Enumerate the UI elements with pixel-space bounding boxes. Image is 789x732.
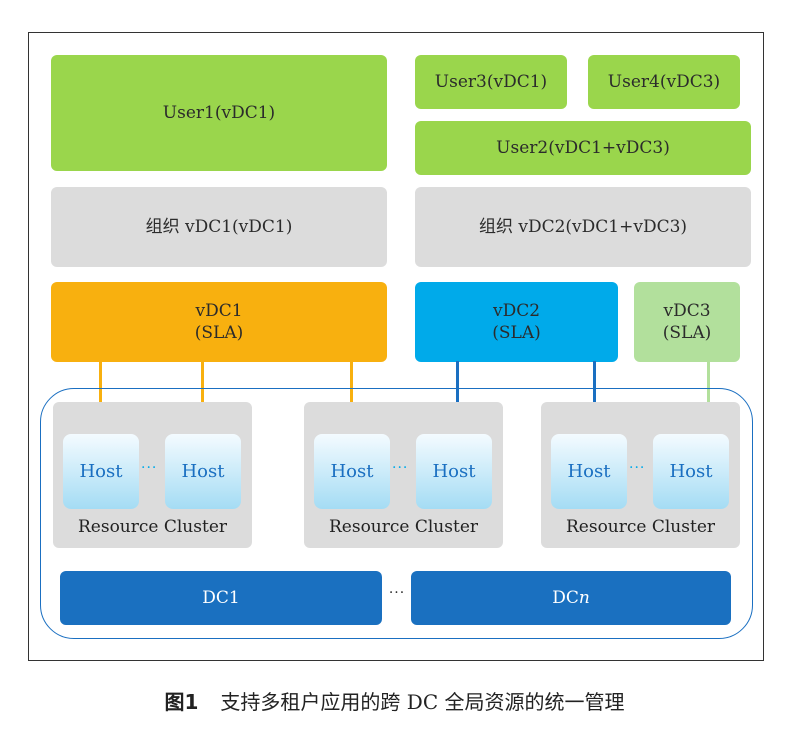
org-vdc2-box: 组织 vDC2(vDC1+vDC3)	[415, 187, 751, 267]
resource-cluster-1: Host ··· Host Resource Cluster	[53, 402, 252, 548]
user4-box: User4(vDC3)	[588, 55, 740, 109]
vdc1-name: vDC1	[195, 301, 243, 321]
figure-number: 图1	[164, 690, 199, 714]
vdc1-box: vDC1 (SLA)	[51, 282, 387, 362]
host-node: Host	[63, 434, 139, 509]
user1-box: User1(vDC1)	[51, 55, 387, 171]
vdc3-box: vDC3 (SLA)	[634, 282, 740, 362]
host-node: Host	[165, 434, 241, 509]
cluster-label: Resource Cluster	[328, 517, 478, 537]
dc1-box: DC1	[60, 571, 382, 625]
dcn-label: DCn	[552, 588, 590, 608]
user1-label: User1(vDC1)	[162, 103, 276, 123]
connector-vdc2-cluster3	[593, 361, 596, 403]
figure-caption: 图1 支持多租户应用的跨 DC 全局资源的统一管理	[0, 686, 789, 715]
connector-vdc1-cluster2	[350, 361, 353, 403]
vdc2-box: vDC2 (SLA)	[415, 282, 618, 362]
user3-box: User3(vDC1)	[415, 55, 567, 109]
resource-cluster-2: Host ··· Host Resource Cluster	[304, 402, 503, 548]
diagram-frame	[28, 32, 764, 661]
host-node: Host	[653, 434, 729, 509]
dc1-label: DC1	[202, 588, 240, 608]
ellipsis-icon: ···	[629, 460, 646, 476]
connector-vdc3-cluster3	[707, 361, 710, 403]
ellipsis-icon: ···	[392, 460, 409, 476]
connector-vdc2-cluster2	[456, 361, 459, 403]
datacenter-container	[40, 388, 753, 639]
org-vdc2-label: 组织 vDC2(vDC1+vDC3)	[478, 217, 688, 237]
org-vdc1-box: 组织 vDC1(vDC1)	[51, 187, 387, 267]
vdc3-name: vDC3	[663, 301, 711, 321]
ellipsis-icon: ···	[388, 585, 406, 601]
resource-cluster-3: Host ··· Host Resource Cluster	[541, 402, 740, 548]
connector-vdc1-cluster1-a	[99, 361, 102, 403]
figure-title: 支持多租户应用的跨 DC 全局资源的统一管理	[220, 690, 625, 714]
host-node: Host	[314, 434, 390, 509]
user3-label: User3(vDC1)	[434, 72, 548, 92]
host-node: Host	[551, 434, 627, 509]
ellipsis-icon: ···	[141, 460, 158, 476]
vdc2-name: vDC2	[492, 301, 541, 321]
org-vdc1-label: 组织 vDC1(vDC1)	[145, 217, 293, 237]
user2-label: User2(vDC1+vDC3)	[496, 138, 670, 158]
user4-label: User4(vDC3)	[607, 72, 721, 92]
host-node: Host	[416, 434, 492, 509]
cluster-label: Resource Cluster	[565, 517, 715, 537]
vdc3-sla: (SLA)	[662, 323, 712, 343]
user2-box: User2(vDC1+vDC3)	[415, 121, 751, 175]
dcn-box: DCn	[411, 571, 731, 625]
connector-vdc1-cluster1-b	[201, 361, 204, 403]
cluster-label: Resource Cluster	[77, 517, 227, 537]
vdc1-sla: (SLA)	[194, 323, 244, 343]
vdc2-sla: (SLA)	[492, 323, 541, 343]
